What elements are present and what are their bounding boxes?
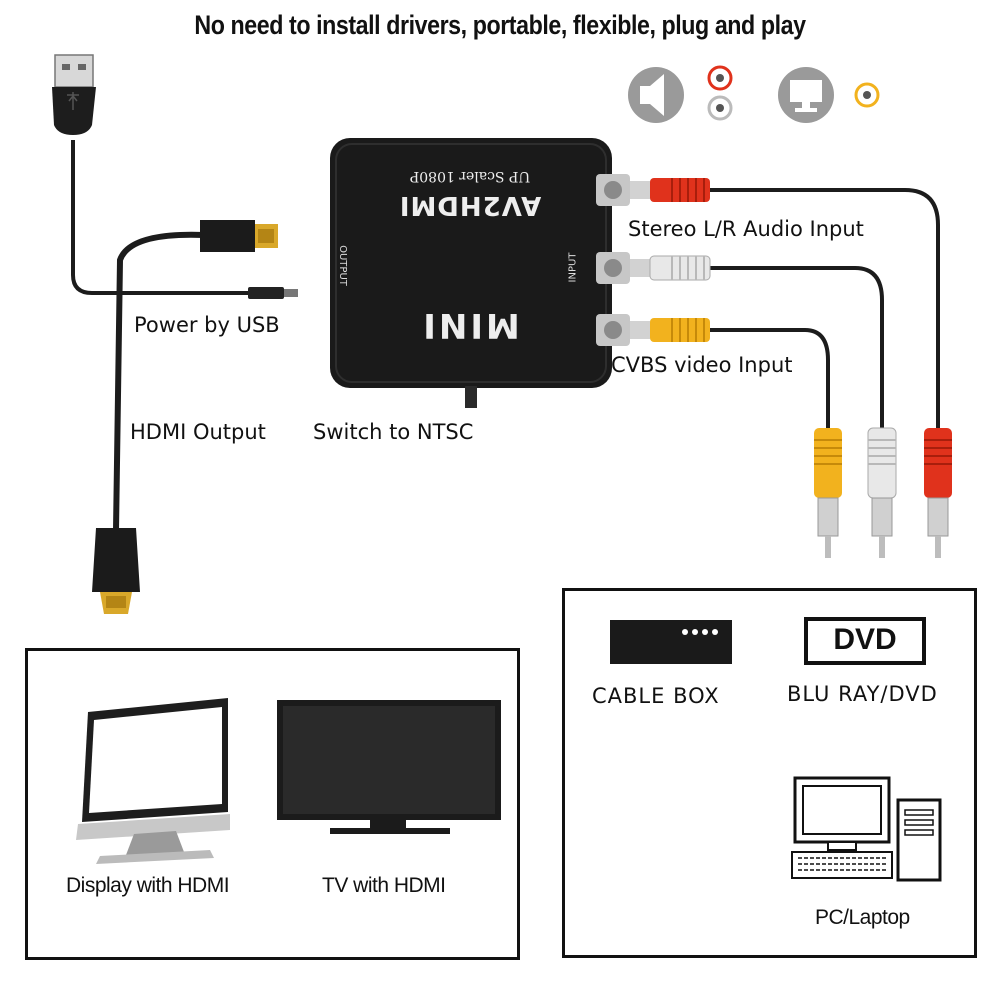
computer-monitor-icon: [76, 698, 230, 864]
rca-plug-red-horizontal: [630, 178, 710, 202]
rca-plug-white-vertical: [867, 427, 897, 558]
monitor-icon: [778, 67, 834, 123]
white-rca-connector-icon: [707, 95, 733, 121]
tv-with-hdmi-label: TV with HDMI: [322, 874, 446, 897]
yellow-rca-connector-icon: [854, 82, 880, 108]
tv-icon: [277, 700, 501, 834]
switch-to-ntsc-label: Switch to NTSC: [313, 420, 474, 444]
cable-box-icon: [610, 620, 732, 664]
usb-a-plug: [52, 54, 96, 135]
hdmi-plug-bottom: [92, 528, 140, 614]
usb-cable: [71, 140, 250, 295]
dvd-badge-text: DVD: [833, 623, 897, 656]
blu-ray-dvd-label: BLU RAY/DVD: [787, 682, 938, 706]
rca-plug-red-vertical: [924, 428, 952, 558]
white-rca-cable: [710, 266, 884, 430]
rca-plug-yellow-horizontal: [630, 318, 710, 342]
red-rca-connector-icon: [707, 65, 733, 91]
hdmi-plug-top: [200, 220, 278, 252]
cable-box-label: CABLE BOX: [592, 684, 720, 708]
headline: No need to install drivers, portable, fl…: [194, 10, 806, 40]
red-rca-cable: [710, 188, 940, 430]
rca-plug-yellow-vertical: [814, 428, 842, 558]
hdmi-output-label: HDMI Output: [130, 420, 266, 444]
pc-laptop-label: PC/Laptop: [815, 906, 910, 929]
power-by-usb-label: Power by USB: [134, 313, 280, 337]
cvbs-video-input-label: CVBS video Input: [611, 353, 793, 377]
micro-usb-plug: [248, 287, 298, 299]
stereo-audio-input-label: Stereo L/R Audio Input: [628, 217, 864, 241]
av2hdmi-adapter: [330, 138, 630, 408]
pc-laptop-icon: [791, 776, 942, 882]
rca-plug-white-horizontal: [630, 255, 711, 281]
dvd-badge-icon: [804, 617, 926, 665]
rca-jack-yellow: [596, 314, 630, 346]
rca-jack-white: [596, 252, 630, 284]
hdmi-cable: [113, 231, 206, 531]
display-with-hdmi-label: Display with HDMI: [66, 874, 230, 897]
speaker-icon: [628, 67, 684, 123]
rca-jack-red: [596, 174, 630, 206]
yellow-rca-cable: [710, 328, 830, 430]
